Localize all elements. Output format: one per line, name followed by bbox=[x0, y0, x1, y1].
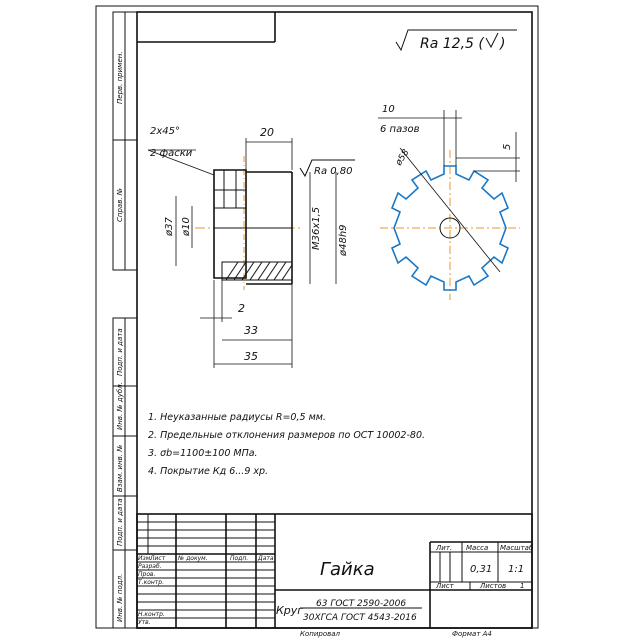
note-4: 4. Покрытие Кд 6...9 хр. bbox=[148, 466, 268, 477]
chamfer-count-label: 2 фаски bbox=[150, 148, 193, 159]
dim-depth-5: 5 bbox=[502, 144, 513, 150]
dim-d48: ø48h9 bbox=[338, 224, 349, 257]
label-podp-data-2: Подп. и дата bbox=[116, 498, 124, 546]
format-label: Формат A4 bbox=[452, 630, 492, 638]
material-top: 63 ГОСТ 2590-2006 bbox=[316, 599, 406, 609]
dim-length-20: 20 bbox=[260, 126, 274, 139]
scale-label: Масштаб bbox=[500, 544, 534, 552]
dim-d37: ø37 bbox=[164, 217, 175, 237]
section-view: 20 2x45° 2 фаски 20 Ra 0,80 ø37 ø10 M36x… bbox=[147, 126, 355, 368]
dim-d10: ø10 bbox=[181, 217, 192, 237]
hdr-date: Дата bbox=[257, 555, 274, 562]
sheets-value: 1 bbox=[520, 582, 524, 590]
copied-label: Копировал bbox=[300, 630, 341, 638]
slotted-outline bbox=[390, 165, 510, 291]
hdr-list: Лист bbox=[149, 555, 166, 562]
end-view: ø58 10 6 пазов 5 bbox=[378, 104, 520, 300]
label-vzam-inv: Взам. инв. № bbox=[116, 444, 124, 492]
dim-slot-10: 10 bbox=[382, 104, 395, 115]
material-prefix: Круг bbox=[276, 604, 303, 617]
chamfer-size-label: 2x45° bbox=[150, 126, 180, 137]
bore-circle bbox=[439, 217, 461, 239]
dim-slots-count: 6 пазов bbox=[380, 124, 420, 135]
role-razrab: Разраб. bbox=[138, 563, 162, 570]
technical-notes: 1. Неуказанные радиусы R=0,5 мм. 2. Пред… bbox=[148, 412, 425, 477]
role-nkontr: Н.контр. bbox=[138, 611, 165, 618]
note-2: 2. Предельные отклонения размеров по ОСТ… bbox=[148, 430, 425, 441]
label-inv-podl: Инв. № подл. bbox=[116, 574, 124, 622]
dim-length-35: 35 bbox=[244, 350, 258, 363]
mass-label: Масса bbox=[466, 544, 488, 552]
role-tkontr: Т.контр. bbox=[138, 579, 164, 586]
roughness-tail: ) bbox=[499, 36, 505, 52]
role-prov: Пров. bbox=[138, 571, 156, 578]
dim-d58: ø58 bbox=[394, 148, 412, 169]
note-1: 1. Неуказанные радиусы R=0,5 мм. bbox=[148, 412, 326, 423]
hatched-section bbox=[221, 261, 293, 281]
face-roughness-label: Ra 0,80 bbox=[314, 166, 353, 177]
hdr-doc: № докум. bbox=[177, 555, 208, 562]
face-roughness-icon bbox=[299, 159, 355, 178]
label-perv-primen: Перв. примен. bbox=[116, 51, 124, 104]
hdr-sign: Подп. bbox=[230, 555, 248, 562]
material-bottom: 30ХГСА ГОСТ 4543-2016 bbox=[303, 613, 417, 623]
label-inv-dubl: Инв. № дубл. bbox=[116, 382, 124, 430]
general-roughness: Ra 12,5 ( ) bbox=[395, 29, 517, 52]
dim-length-33: 33 bbox=[244, 324, 258, 337]
sheets-label: Листов bbox=[479, 582, 506, 590]
dim-length-2: 2 bbox=[238, 302, 245, 315]
label-podp-data-1: Подп. и дата bbox=[116, 328, 124, 376]
roughness-check-icon bbox=[485, 32, 499, 49]
title-block: Изм. Лист № докум. Подп. Дата Разраб. Пр… bbox=[136, 513, 534, 638]
note-3: 3. σb=1100±100 МПа. bbox=[148, 448, 258, 459]
inner-frame bbox=[136, 11, 533, 629]
outer-border bbox=[95, 5, 539, 629]
part-name: Гайка bbox=[320, 559, 375, 580]
role-utv: Утв. bbox=[138, 619, 151, 626]
left-side-strip: Перв. примен. Справ. № Подп. и дата Инв.… bbox=[112, 11, 138, 629]
scale-value: 1:1 bbox=[508, 564, 524, 575]
roughness-main: Ra 12,5 ( bbox=[420, 36, 484, 52]
hdr-izm: Изм. bbox=[138, 555, 152, 562]
lit-label: Лит. bbox=[435, 544, 452, 552]
dim-m36: M36x1,5 bbox=[311, 207, 322, 250]
label-sprav-nomer: Справ. № bbox=[116, 188, 124, 222]
mass-value: 0,31 bbox=[470, 564, 492, 575]
sheet-label: Лист bbox=[435, 582, 455, 590]
